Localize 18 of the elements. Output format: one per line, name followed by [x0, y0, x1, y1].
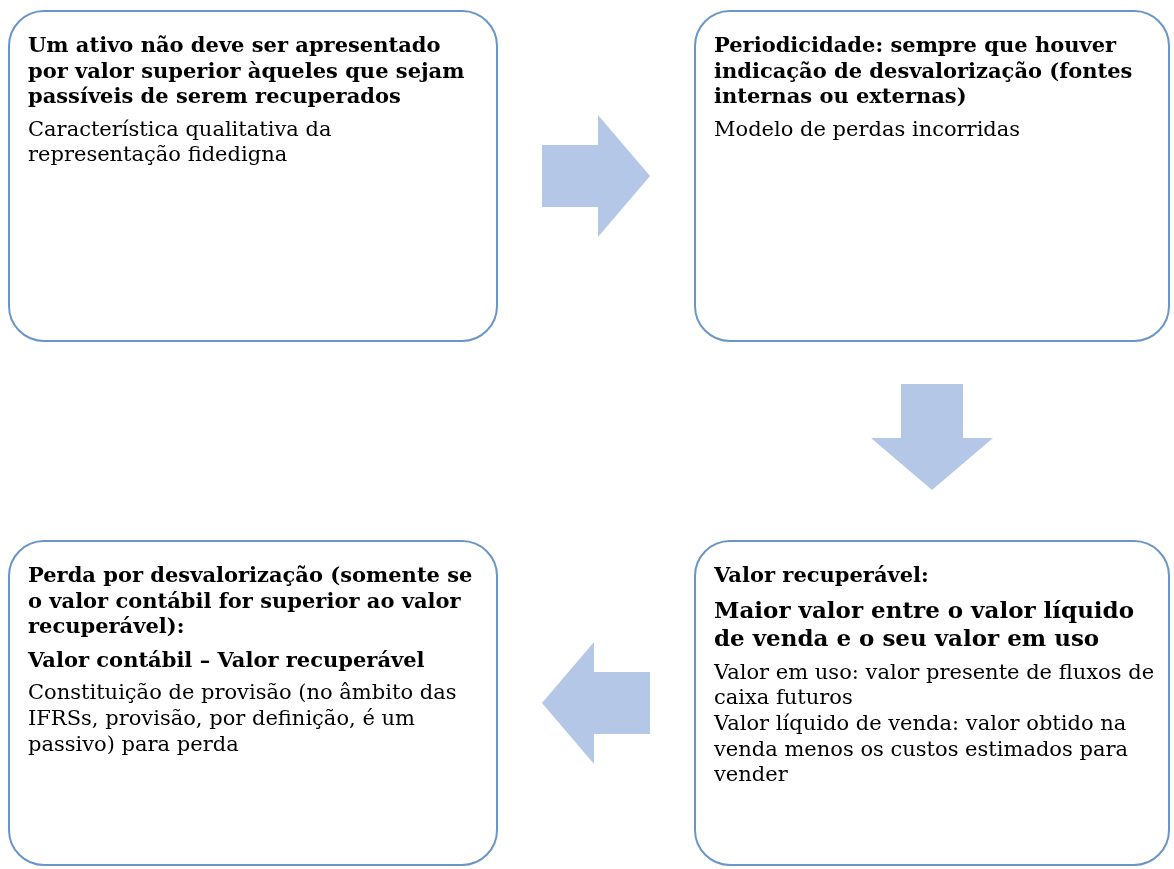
- body-text: Valor em uso: valor presente de fluxos de caixa futuros: [714, 659, 1156, 711]
- rounded-text-box: [694, 540, 1170, 866]
- heading-text: Perda por desvalorização (somente se o valor contábil for superior ao valor recuperável):: [28, 562, 474, 639]
- heading-text: Valor recuperável:: [714, 562, 930, 588]
- body-text: Constituição de provisão (no âmbito das IFRSs, provisão, por definição, é um passivo) para perda: [28, 680, 458, 758]
- body-text: Maior valor entre o valor líquido de venda e o seu valor em uso: [714, 595, 1136, 652]
- rounded-text-box: [694, 10, 1170, 342]
- rounded-text-box: [8, 540, 498, 866]
- body-text: Valor líquido de venda: valor obtido na venda menos os custos estimados para vender: [714, 710, 1129, 788]
- block-arrow: [542, 642, 650, 764]
- block-arrow: [871, 384, 993, 490]
- rounded-text-box: [8, 10, 498, 342]
- body-text: Modelo de perdas incorridas: [714, 116, 1022, 143]
- heading-text: Periodicidade: sempre que houver indicação de desvalorização (fontes internas ou externas): [714, 32, 1134, 109]
- body-text: Valor contábil – Valor recuperável: [28, 646, 426, 673]
- body-text: Característica qualitativa da representação fidedigna: [28, 116, 333, 169]
- block-arrow: [542, 115, 650, 237]
- heading-text: Um ativo não deve ser apresentado por valor superior àqueles que sejam passíveis de serem recuperados: [28, 32, 466, 109]
